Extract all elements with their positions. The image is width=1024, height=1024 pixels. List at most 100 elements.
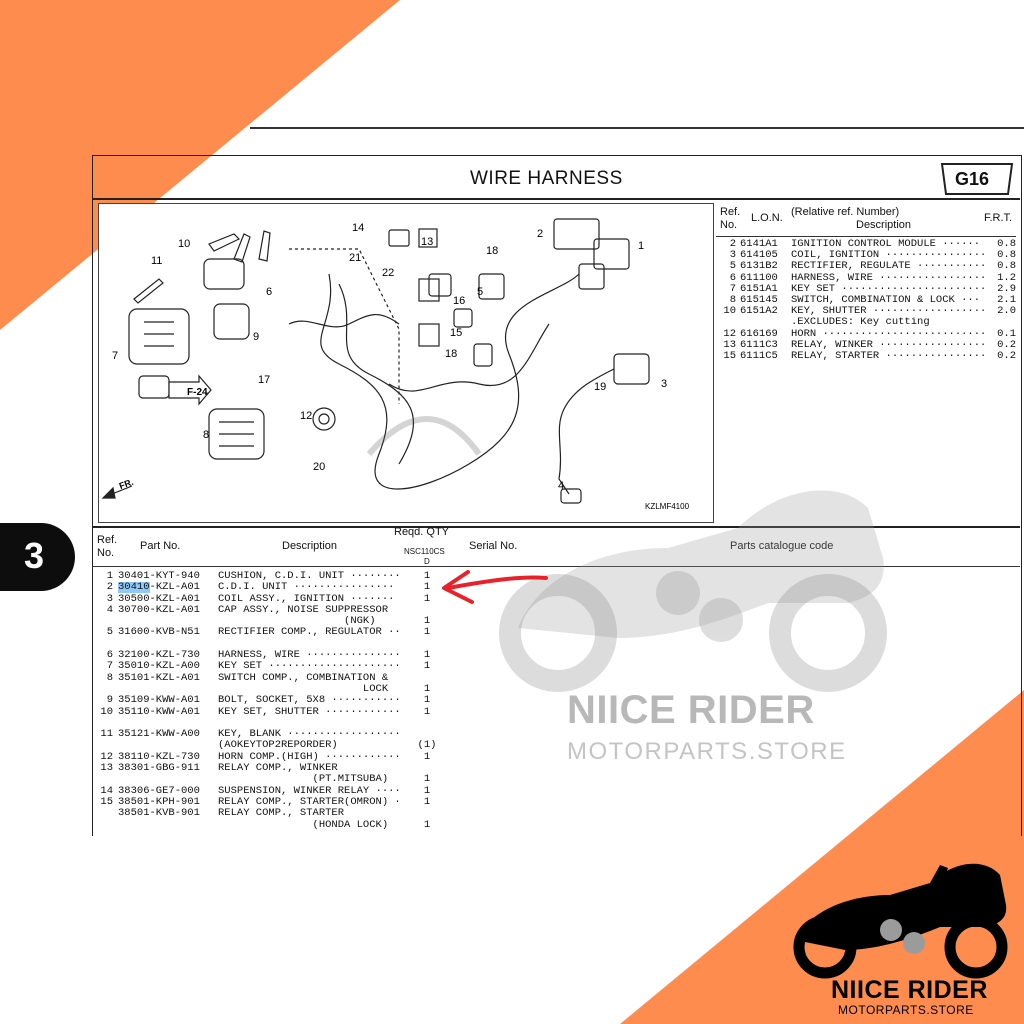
diagram-callout-14: 14 [352, 222, 365, 234]
lon-ref: 3 [729, 250, 736, 262]
part-description: COIL ASSY., IGNITION ······· [218, 593, 395, 605]
lon-header-ref: Ref. No. [720, 206, 741, 231]
diagram-callout-16: 16 [453, 295, 466, 307]
watermark-motorcycle [499, 490, 887, 692]
part-qty: 1 [423, 661, 431, 673]
lon-description: KEY SET ······················· [791, 283, 987, 295]
part-qty: 1 [423, 706, 431, 718]
section-code-badge [940, 163, 1014, 195]
part-description: (AOKEYTOP2REPORDER) [218, 740, 338, 752]
part-qty: 1 [423, 571, 431, 582]
diagram-callout-4: 4 [558, 480, 565, 492]
diagram-arrow-ref: F-24 [187, 387, 208, 398]
part-number: 38110-KZL-730 [118, 751, 200, 763]
parts-header-catalogue: Parts catalogue code [730, 540, 833, 552]
lon-ref: 13 [723, 339, 736, 351]
parts-header-reqd-qty: Reqd. QTY [394, 526, 450, 538]
part-number: 38501-KPH-901 [118, 796, 200, 808]
diagram-callout-5: 5 [477, 286, 484, 298]
lon-description: COIL, IGNITION ················ [791, 250, 987, 262]
lon-code: 6151A2 [740, 306, 778, 318]
header-divider [92, 198, 1020, 200]
parts-header-part-no: Part No. [140, 540, 181, 552]
part-ref: 14 [100, 785, 113, 797]
diagram-callout-20: 20 [313, 461, 326, 473]
part-ref: 12 [100, 751, 113, 763]
part-description: HARNESS, WIRE ··············· [218, 650, 401, 662]
diagram-callout-19: 19 [594, 381, 607, 393]
annotation-arrow [442, 570, 548, 604]
lon-code: 6151A1 [740, 283, 778, 295]
watermark-brand: NIICE RIDER [567, 688, 815, 732]
part-ref: 9 [106, 695, 113, 707]
part-ref: 8 [106, 672, 113, 684]
parts-table-row: 12 38110-KZL-730 HORN COMP.(HIGH) ········… [98, 752, 438, 763]
diagram-callout-18b: 18 [486, 245, 499, 257]
lon-ref: 2 [729, 239, 736, 250]
top-rule [250, 127, 1024, 129]
lon-code: 6131B2 [740, 261, 778, 273]
diagram-callout-6: 6 [266, 286, 273, 298]
lon-frt: 2.1 [997, 294, 1016, 306]
parts-table-row: (PT.MITSUBA) 1 [98, 774, 438, 785]
part-qty: 1 [423, 785, 431, 797]
part-number: 38306-GE7-000 [118, 785, 200, 797]
brand-logo-name: NIICE RIDER [831, 976, 988, 1004]
part-qty: 1 [423, 796, 431, 808]
parts-table-row: (AOKEYTOP2REPORDER) (1) [98, 740, 438, 751]
part-description: SUSPENSION, WINKER RELAY ···· [218, 785, 401, 797]
diagram-callout-11: 11 [151, 255, 163, 267]
lon-code: 6111C3 [740, 339, 778, 351]
part-description: (PT.MITSUBA) [218, 774, 389, 786]
part-description: CAP ASSY., NOISE SUPPRESSOR [218, 604, 389, 616]
parts-header-description: Description [282, 540, 338, 552]
diagram-callout-2: 2 [537, 228, 544, 240]
chapter-tab [0, 523, 75, 591]
part-number: 35121-KWW-A00 [118, 729, 200, 741]
lon-code: 611100 [740, 272, 778, 284]
part-number: 38501-KVB-901 [118, 808, 200, 820]
part-qty: (1) [417, 740, 437, 752]
brand-logo-motorcycle [793, 863, 1008, 979]
chapter-tab-number: 3 [24, 535, 45, 576]
lon-ref: 5 [729, 261, 736, 273]
diagram-callout-1: 1 [638, 240, 645, 252]
lon-table-row: .EXCLUDES: Key cutting [716, 317, 1019, 328]
part-description: RELAY COMP., WINKER [218, 763, 338, 775]
lon-frt: 2.9 [997, 283, 1016, 295]
part-ref: 15 [100, 796, 113, 808]
diagram-callout-22: 22 [382, 267, 395, 279]
part-qty: 1 [423, 774, 431, 786]
lon-code: 614105 [740, 250, 778, 262]
lon-header-rule [716, 236, 1016, 237]
part-description: KEY, BLANK ·················· [218, 729, 401, 741]
lon-frt: 1.2 [997, 272, 1016, 284]
part-ref: 4 [106, 604, 113, 616]
exploded-diagram [98, 203, 714, 523]
part-qty: 1 [423, 683, 431, 695]
lon-code: 615145 [740, 294, 778, 306]
diagram-callout-18a: 18 [445, 348, 458, 360]
lon-header-desc-top: (Relative ref. Number) [791, 206, 900, 218]
part-qty: 1 [423, 616, 431, 628]
lon-ref: 12 [723, 328, 736, 340]
lon-ref: 10 [723, 306, 736, 318]
lon-ref: 8 [729, 294, 736, 306]
part-description: HORN COMP.(HIGH) ············ [218, 751, 401, 763]
part-number: 35109-KWW-A01 [118, 695, 200, 707]
part-description: (HONDA LOCK) [218, 819, 389, 831]
diagram-callout-15: 15 [450, 327, 463, 339]
part-ref: 5 [106, 627, 113, 639]
part-description: (NGK) [218, 616, 376, 628]
lon-ref: 6 [729, 272, 736, 284]
